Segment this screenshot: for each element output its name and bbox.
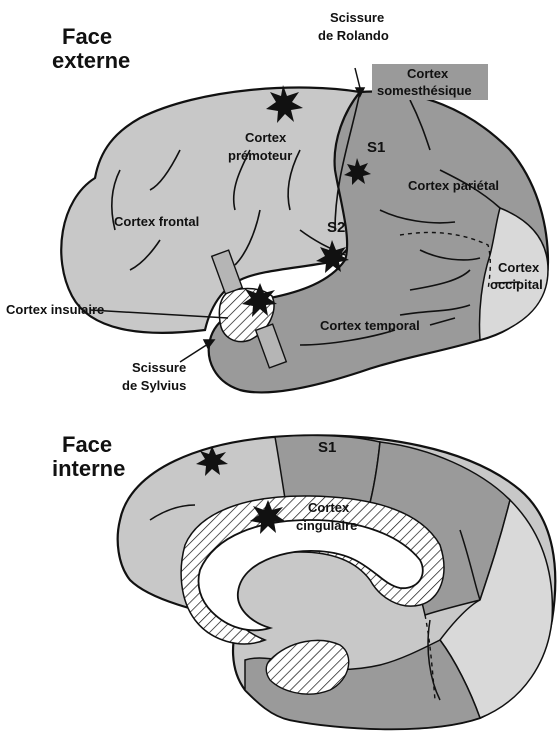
cortex-temporal-label: Cortex temporal xyxy=(320,318,420,333)
external-heading-line2: externe xyxy=(52,48,130,73)
scissure-sylvius-label-line1: Scissure xyxy=(132,360,186,375)
cortex-cingulaire-label-line1: Cortex xyxy=(308,500,350,515)
cortex-cingulaire-label-line2: cingulaire xyxy=(296,518,357,533)
scissure-sylvius-label-line2: de Sylvius xyxy=(122,378,186,393)
cortex-parietal-label: Cortex pariétal xyxy=(408,178,499,193)
s1-label: S1 xyxy=(367,139,385,156)
cortex-premoteur-label-line2: prémoteur xyxy=(228,148,292,163)
cortex-premoteur-label-line1: Cortex xyxy=(245,130,287,145)
s2-label: S2 xyxy=(327,219,345,236)
medial-view: Face interne S1 Cortex cingulaire xyxy=(52,432,555,729)
lateral-view: Face externe Scissure de Rolando Cortex … xyxy=(6,10,548,393)
cortex-occipital-label-line2: occipital xyxy=(490,277,543,292)
cortex-somesthesique-label-line1: Cortex xyxy=(407,66,449,81)
medial-s1-label: S1 xyxy=(318,439,336,456)
cortex-somesthesique-label-line2: somesthésique xyxy=(377,83,472,98)
external-heading-line1: Face xyxy=(62,24,112,49)
scissure-rolando-label-line2: de Rolando xyxy=(318,28,389,43)
scissure-rolando-label-line1: Scissure xyxy=(330,10,384,25)
cortex-frontal-label: Cortex frontal xyxy=(114,214,199,229)
cortex-insulaire-label: Cortex insulaire xyxy=(6,302,104,317)
internal-heading-line1: Face xyxy=(62,432,112,457)
internal-heading-line2: interne xyxy=(52,456,125,481)
cortex-occipital-label-line1: Cortex xyxy=(498,260,540,275)
